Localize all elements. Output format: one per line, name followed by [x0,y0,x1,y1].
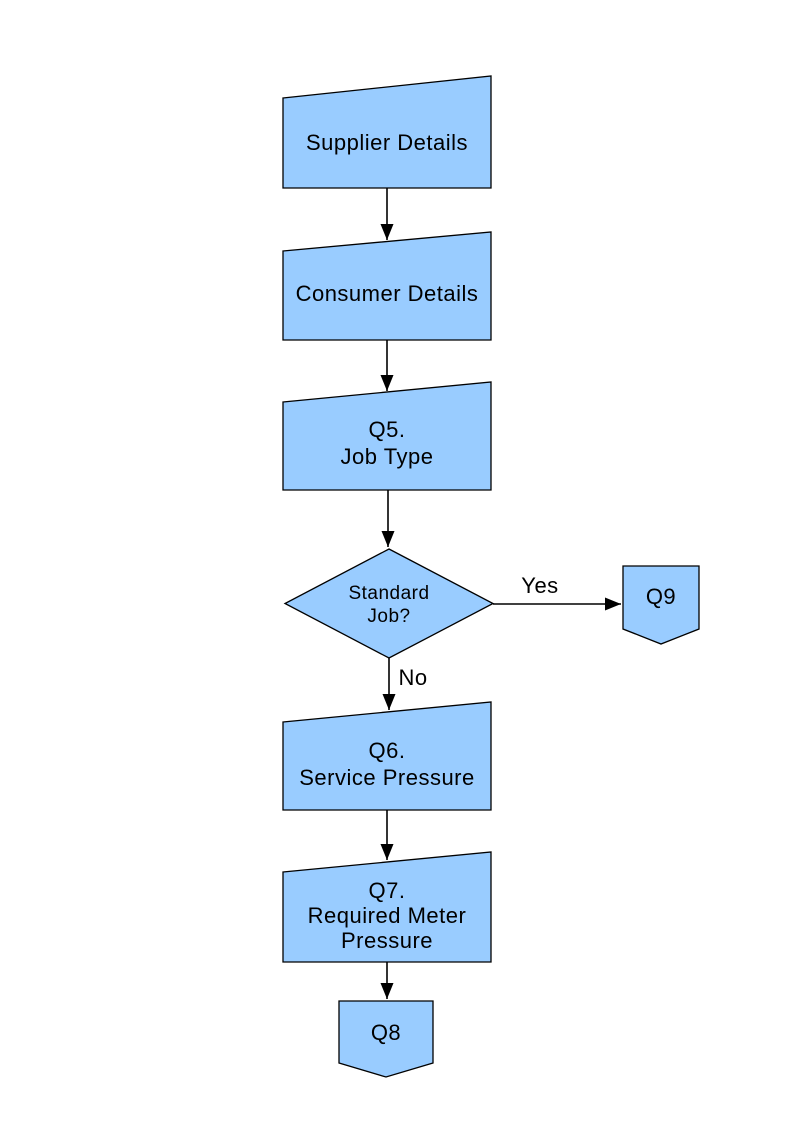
q5-label-line1: Q5. [369,417,406,442]
node-consumer-details: Consumer Details [282,231,492,341]
q9-shape [622,565,700,645]
q5-label-line2: Job Type [341,444,434,469]
consumer-details-shape [282,231,492,341]
q7-label-line1: Q7. [369,878,406,903]
decision-label-line2: Job? [367,606,410,627]
node-q9-offpage-connector: Q9 [622,565,700,645]
q5-job-type-shape [282,381,492,491]
q8-shape [338,1000,434,1078]
edge-label-yes: Yes [521,573,558,598]
q6-label-line2: Service Pressure [299,765,475,790]
consumer-details-label: Consumer Details [296,281,479,306]
node-supplier-details: Supplier Details [282,75,492,189]
q9-label: Q9 [646,584,676,609]
edge-label-no: No [398,665,427,690]
connectors [380,188,621,999]
node-q6-service-pressure: Q6. Service Pressure [282,701,492,811]
node-q7-required-meter-pressure: Q7. Required Meter Pressure [282,851,492,963]
node-q8-offpage-connector: Q8 [338,1000,434,1078]
q6-service-pressure-shape [282,701,492,811]
q8-label: Q8 [371,1020,401,1045]
standard-job-decision-shape [283,548,495,659]
q7-label-line3: Pressure [341,928,433,953]
q6-label-line1: Q6. [369,738,406,763]
q7-required-meter-pressure-shape [282,851,492,963]
q7-label-line2: Required Meter [308,903,467,928]
supplier-details-label: Supplier Details [306,130,468,155]
node-q5-job-type: Q5. Job Type [282,381,492,491]
node-standard-job-decision: Standard Job? [283,548,495,659]
supplier-details-shape [282,75,492,189]
decision-label-line1: Standard [348,583,429,604]
